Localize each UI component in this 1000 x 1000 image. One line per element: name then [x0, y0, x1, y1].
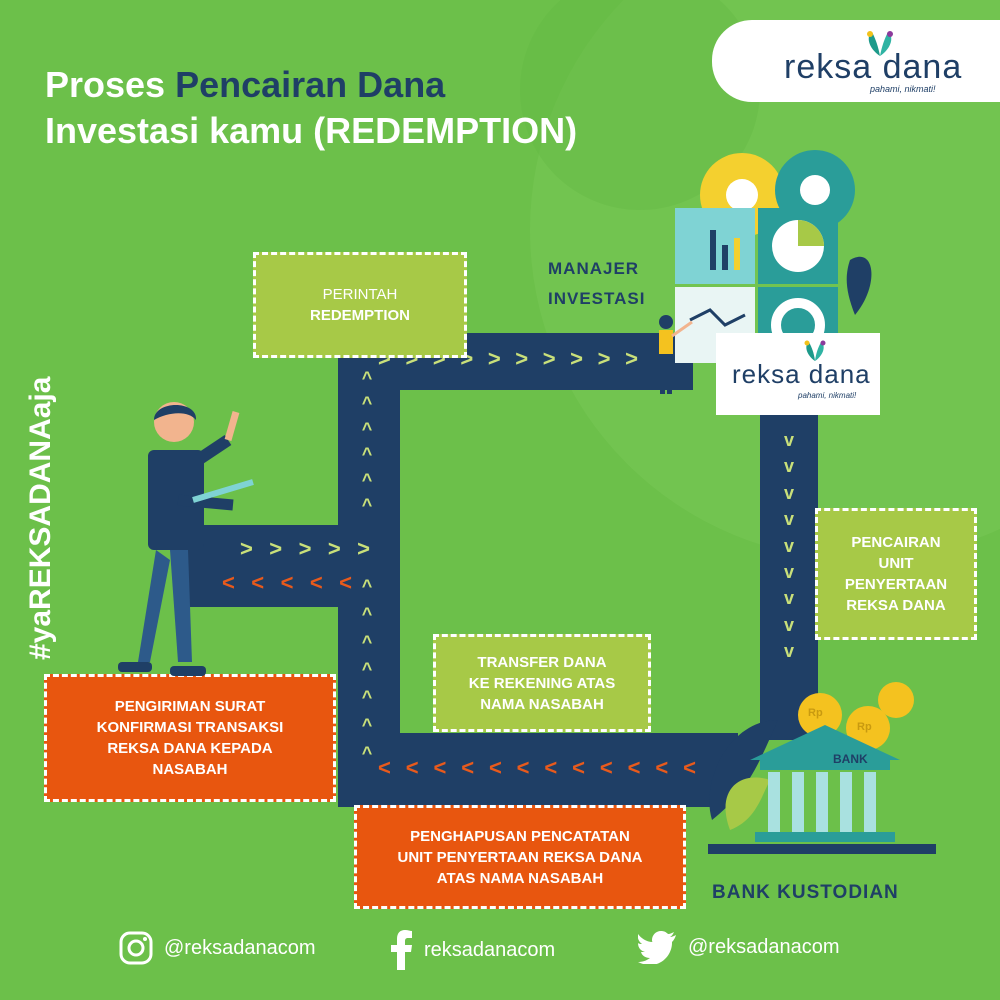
- reksadana-box: reksa dana pahami, nikmati!: [716, 333, 880, 415]
- arrows-to-path: >>>>>: [240, 536, 370, 561]
- step-pengiriman-surat: PENGIRIMAN SURAT KONFIRMASI TRANSAKSI RE…: [44, 674, 336, 802]
- footer-instagram[interactable]: @reksadanacom: [118, 930, 315, 966]
- footer-facebook[interactable]: reksadanacom: [390, 930, 555, 970]
- path-to-person: [180, 525, 400, 607]
- step-penghapusan-line1: PENGHAPUSAN PENCATATAN: [410, 827, 630, 845]
- leaf-logo-icon: [804, 340, 826, 361]
- step-penghapusan: PENGHAPUSAN PENCATATAN UNIT PENYERTAAN R…: [354, 805, 686, 909]
- manajer-line1: MANAJER: [548, 259, 640, 278]
- arrows-bottom-left: <<<<<<<<<<<<: [378, 755, 696, 780]
- coin-label-2: Rp: [857, 721, 872, 733]
- manajer-investasi-label: MANAJER INVESTASI: [548, 254, 645, 314]
- step-transfer-dana: TRANSFER DANA KE REKENING ATAS NAMA NASA…: [433, 634, 651, 732]
- arrows-to-person: <<<<<: [222, 570, 352, 595]
- step-transfer-line3: NAMA NASABAH: [480, 695, 604, 713]
- step-pengiriman-line1: PENGIRIMAN SURAT: [114, 698, 266, 715]
- path-bottom: [338, 733, 738, 807]
- step-pencairan-line3: PENYERTAAN: [844, 576, 948, 593]
- coin-label-1: Rp: [808, 707, 823, 719]
- facebook-icon: [391, 930, 412, 970]
- twitter-handle[interactable]: @reksadanacom: [688, 935, 840, 958]
- title-line1-highlight: Pencairan Dana: [175, 64, 446, 105]
- page-title: Proses Pencairan Dana Investasi kamu (RE…: [45, 62, 577, 154]
- step-transfer-line1: TRANSFER DANA: [477, 653, 607, 671]
- step-pencairan: PENCAIRAN UNIT PENYERTAAN REKSA DANA: [815, 508, 977, 640]
- step-perintah-line2: REDEMPTION: [309, 307, 410, 324]
- step-pengiriman-line3: REKSA DANA KEPADA: [107, 740, 273, 757]
- bank-kustodian-illustration: [708, 682, 936, 854]
- box-brand-name: reksa dana: [732, 359, 871, 389]
- bank-kustodian-label: BANK KUSTODIAN: [712, 882, 899, 903]
- facebook-handle[interactable]: reksadanacom: [424, 938, 556, 961]
- step-penghapusan-line2: UNIT PENYERTAAN REKSA DANA: [397, 848, 643, 866]
- twitter-icon: [638, 931, 676, 964]
- brand-name: reksa dana: [784, 48, 963, 86]
- arrows-left-up-lower: ^^^^^^^: [361, 576, 373, 763]
- bank-sign: BANK: [833, 752, 868, 766]
- footer-twitter[interactable]: @reksadanacom: [638, 930, 839, 964]
- step-transfer-line2: KE REKENING ATAS: [468, 674, 616, 692]
- leaf-logo-icon: [867, 31, 893, 56]
- instagram-handle[interactable]: @reksadanacom: [164, 936, 316, 959]
- manajer-line2: INVESTASI: [548, 289, 646, 308]
- manager-figure: [659, 315, 693, 394]
- brand-logo: reksa dana pahami, nikmati!: [712, 20, 1000, 102]
- client-person-illustration: [118, 402, 254, 676]
- step-pengiriman-line2: KONFIRMASI TRANSAKSI: [96, 719, 284, 736]
- arrows-left-up: ^^^^^^: [361, 368, 373, 515]
- step-pengiriman-line4: NASABAH: [152, 761, 228, 778]
- brand-tagline: pahami, nikmati!: [870, 84, 936, 94]
- step-pencairan-line4: REKSA DANA: [846, 597, 946, 614]
- title-line1-a: Proses: [45, 64, 176, 105]
- step-perintah-line1: PERINTAH: [322, 286, 398, 303]
- title-line2: Investasi kamu (REDEMPTION): [45, 110, 578, 151]
- step-pencairan-line2: UNIT: [878, 555, 914, 572]
- step-penghapusan-line3: ATAS NAMA NASABAH: [436, 869, 604, 887]
- step-pencairan-line1: PENCAIRAN: [851, 534, 941, 551]
- box-brand-tagline: pahami, nikmati!: [798, 391, 857, 400]
- step-perintah-redemption: PERINTAH REDEMPTION: [253, 252, 467, 358]
- hashtag: #yaREKSADANAaja: [24, 376, 57, 660]
- instagram-icon: [119, 931, 153, 965]
- path-right-vertical: [760, 410, 818, 740]
